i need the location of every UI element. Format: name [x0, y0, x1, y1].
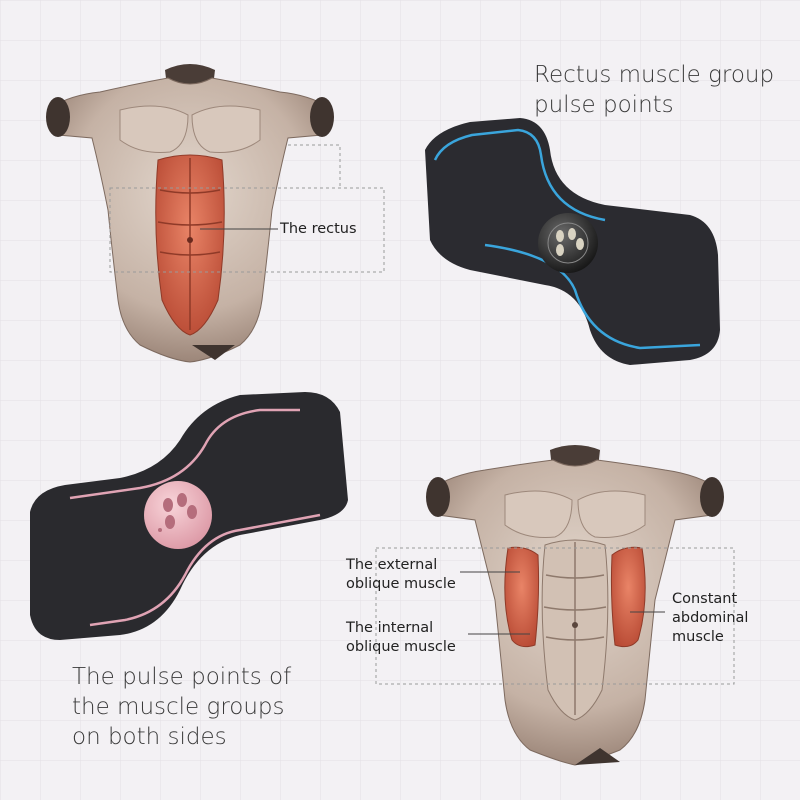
- oblique-dashed-frame: [375, 547, 735, 685]
- heading-sides-line2: the muscle groups: [72, 694, 285, 720]
- heading-sides-line1: The pulse points of: [72, 664, 292, 690]
- ems-pad-icon: [425, 118, 720, 365]
- rectus-dashed-frame: [109, 187, 385, 273]
- label-external-line2: oblique muscle: [346, 576, 456, 592]
- label-constant-line3: muscle: [672, 629, 724, 645]
- label-constant-line1: Constant: [672, 591, 738, 607]
- torso-front-oblique: [426, 445, 724, 766]
- label-internal-line2: oblique muscle: [346, 639, 456, 655]
- torso-front-rectus: [46, 64, 334, 363]
- label-internal-line1: The internal: [346, 620, 434, 636]
- label-external-line1: The external: [346, 557, 438, 573]
- heading-sides-line3: on both sides: [72, 724, 227, 750]
- label-constant-line2: abdominal: [672, 610, 749, 626]
- label-rectus: The rectus: [280, 221, 357, 237]
- ems-pad-icon: [30, 392, 348, 640]
- heading-rectus-line2: pulse points: [534, 92, 674, 118]
- heading-rectus-line1: Rectus muscle group: [534, 62, 775, 88]
